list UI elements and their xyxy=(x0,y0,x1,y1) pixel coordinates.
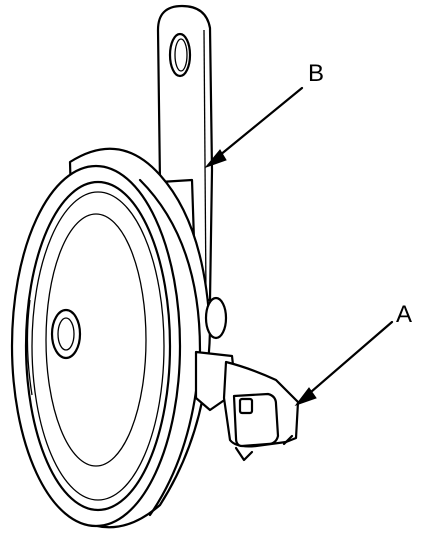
electrical-connector xyxy=(194,350,300,462)
horn-body xyxy=(10,164,182,528)
mounting-bracket xyxy=(156,4,214,302)
callout-leader-a xyxy=(294,320,394,407)
callout-label-b: B xyxy=(308,60,325,87)
callout-label-a: A xyxy=(396,301,413,328)
callout-leader-b xyxy=(204,86,304,169)
